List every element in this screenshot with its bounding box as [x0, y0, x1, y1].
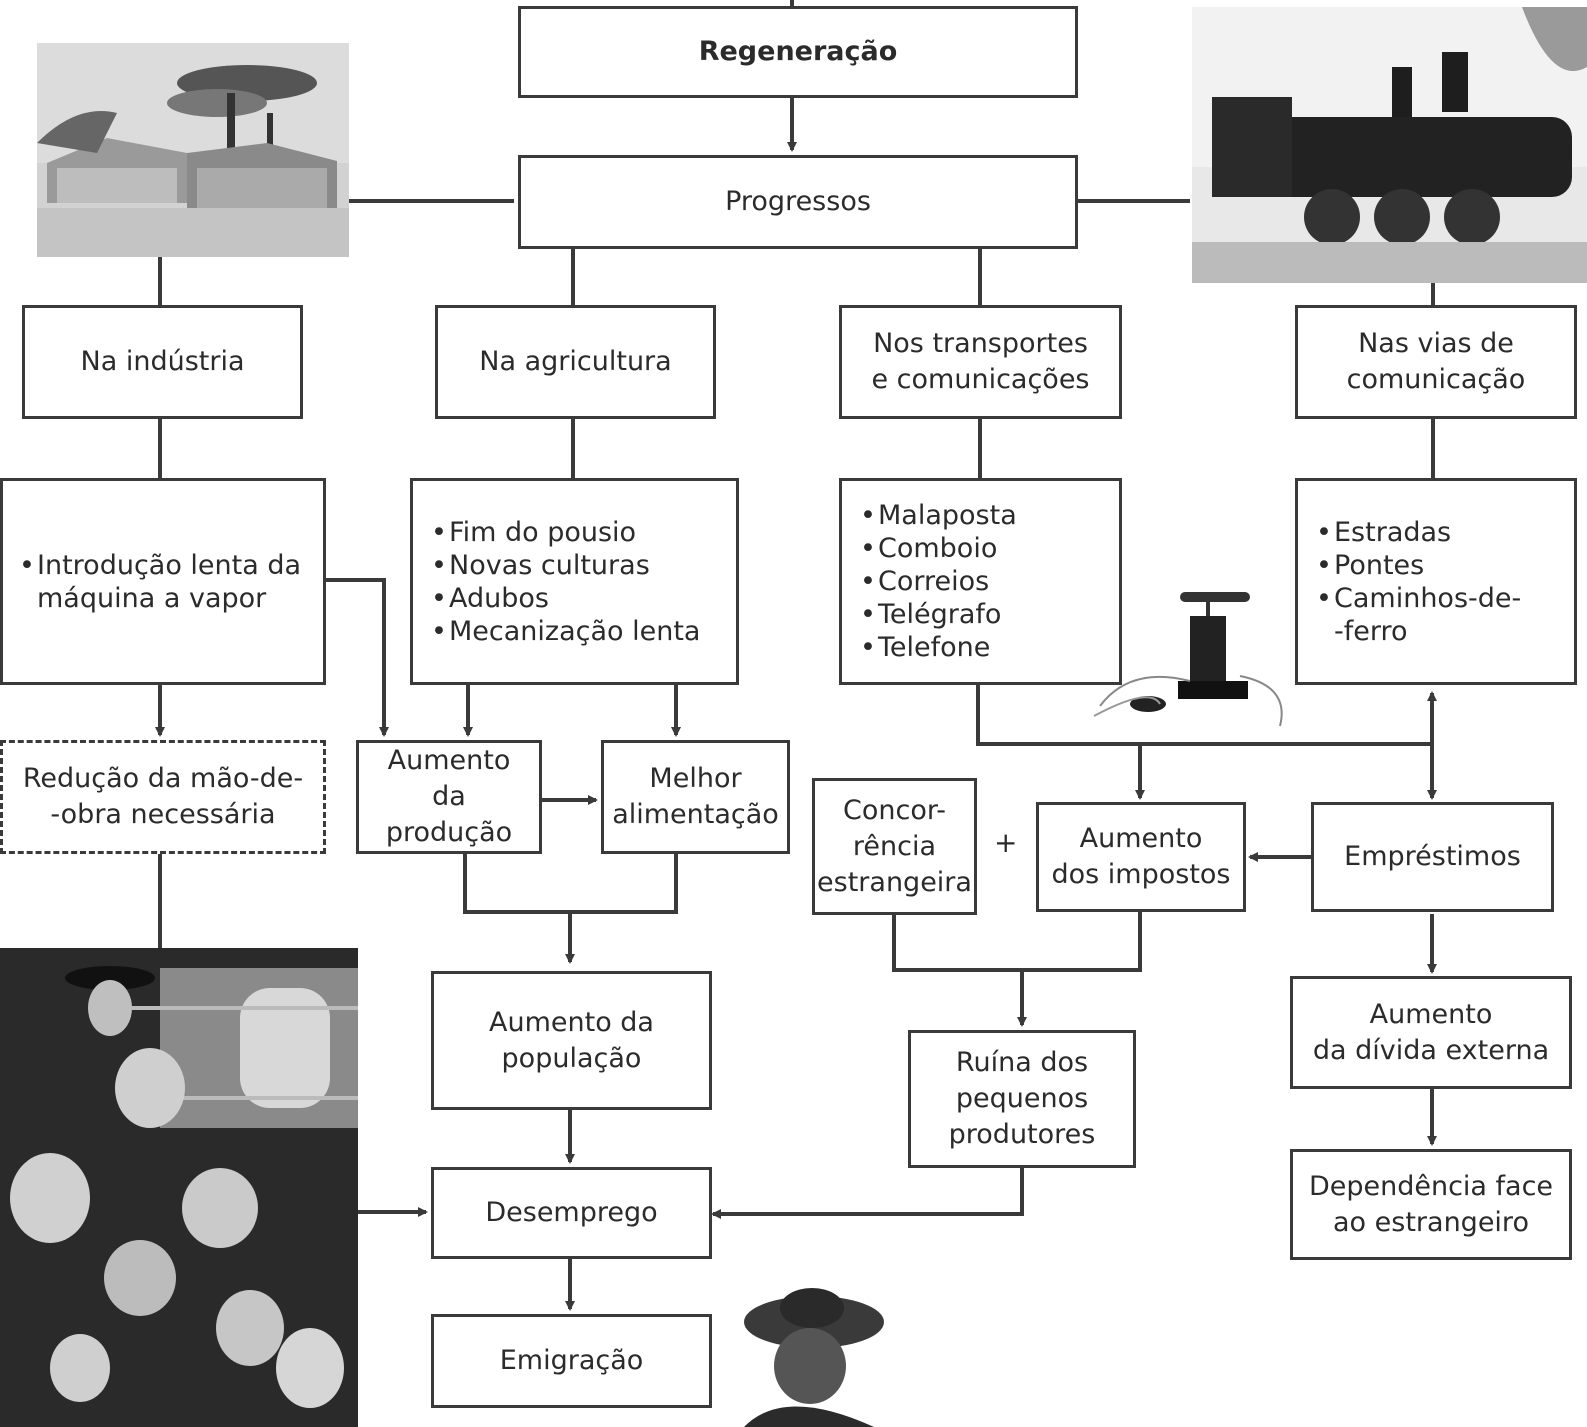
melhor-alimentacao-box: Melhor alimentação [601, 740, 790, 854]
na-industria-box: Na indústria [22, 305, 303, 419]
agricultura-items-list: Fim do pousio Novas culturas Adubos Meca… [431, 516, 700, 648]
nas-vias-box: Nas vias de comunicação [1295, 305, 1577, 419]
agricultura-item: Adubos [431, 582, 700, 615]
progressos-box: Progressos [518, 155, 1078, 249]
na-industria-label: Na indústria [80, 346, 245, 377]
nos-transportes-label: Nos transportes e comunicações [871, 328, 1090, 395]
vias-item: Pontes [1316, 549, 1521, 582]
concorrencia-label: Concor- rência estrangeira [817, 794, 972, 898]
concorrencia-box: Concor- rência estrangeira [812, 778, 977, 915]
transportes-item: Telégrafo [860, 598, 1017, 631]
aumento-populacao-label: Aumento da população [489, 1006, 654, 1074]
transportes-item: Telefone [860, 631, 1017, 664]
emprestimos-box: Empréstimos [1311, 802, 1554, 912]
aumento-populacao-box: Aumento da população [431, 971, 712, 1110]
transportes-item: Comboio [860, 532, 1017, 565]
dependencia-label: Dependência face ao estrangeiro [1308, 1170, 1554, 1238]
nas-vias-label: Nas vias de comunicação [1346, 328, 1526, 395]
aumento-impostos-label: Aumento dos impostos [1051, 823, 1231, 890]
transportes-item: Correios [860, 565, 1017, 598]
transportes-items-box: Malaposta Comboio Correios Telégrafo Tel… [839, 478, 1122, 685]
ruina-label: Ruína dos pequenos produtores [948, 1047, 1096, 1150]
vias-items-list: Estradas Pontes Caminhos-de- -ferro [1316, 516, 1521, 648]
desemprego-label: Desemprego [485, 1197, 658, 1228]
regeneracao-box: Regeneração [518, 6, 1078, 98]
agricultura-item: Mecanização lenta [431, 615, 700, 648]
title: Regeneração [698, 36, 898, 67]
agricultura-items-box: Fim do pousio Novas culturas Adubos Meca… [410, 478, 739, 685]
na-agricultura-label: Na agricultura [479, 346, 672, 377]
ruina-box: Ruína dos pequenos produtores [908, 1030, 1136, 1168]
transportes-item: Malaposta [860, 499, 1017, 532]
desemprego-box: Desemprego [431, 1167, 712, 1259]
aumento-producao-label: Aumento da produção [385, 745, 513, 848]
plus-sign: + [994, 826, 1018, 859]
agricultura-item: Fim do pousio [431, 516, 700, 549]
reducao-box: Redução da mão-de- -obra necessária [0, 740, 326, 854]
nos-transportes-box: Nos transportes e comunicações [839, 305, 1122, 419]
steam-locomotive-photo [1192, 7, 1587, 283]
emprestimos-label: Empréstimos [1344, 841, 1521, 872]
vias-item: Caminhos-de- -ferro [1316, 582, 1521, 648]
agricultura-item: Novas culturas [431, 549, 700, 582]
progressos-label: Progressos [725, 186, 871, 217]
man-with-hat-photo [724, 1286, 894, 1427]
vias-items-box: Estradas Pontes Caminhos-de- -ferro [1295, 478, 1577, 685]
emigracao-label: Emigração [499, 1345, 644, 1376]
factory-illustration [37, 43, 349, 257]
emigracao-box: Emigração [431, 1314, 712, 1408]
reducao-label: Redução da mão-de- -obra necessária [22, 763, 304, 830]
industria-items-list: Introdução lenta da máquina a vapor [19, 549, 315, 615]
transportes-items-list: Malaposta Comboio Correios Telégrafo Tel… [860, 499, 1017, 664]
industria-items-box: Introdução lenta da máquina a vapor [0, 478, 326, 685]
aumento-producao-box: Aumento da produção [356, 740, 542, 854]
vias-item: Estradas [1316, 516, 1521, 549]
melhor-alimentacao-label: Melhor alimentação [612, 763, 779, 830]
na-agricultura-box: Na agricultura [435, 305, 716, 419]
dependencia-box: Dependência face ao estrangeiro [1290, 1149, 1572, 1260]
emigrants-photo [0, 948, 358, 1427]
aumento-divida-label: Aumento da dívida externa [1312, 998, 1550, 1066]
aumento-impostos-box: Aumento dos impostos [1036, 802, 1246, 912]
antique-telephone-icon [1090, 586, 1308, 734]
aumento-divida-box: Aumento da dívida externa [1290, 976, 1572, 1089]
industria-item: Introdução lenta da máquina a vapor [19, 549, 315, 615]
